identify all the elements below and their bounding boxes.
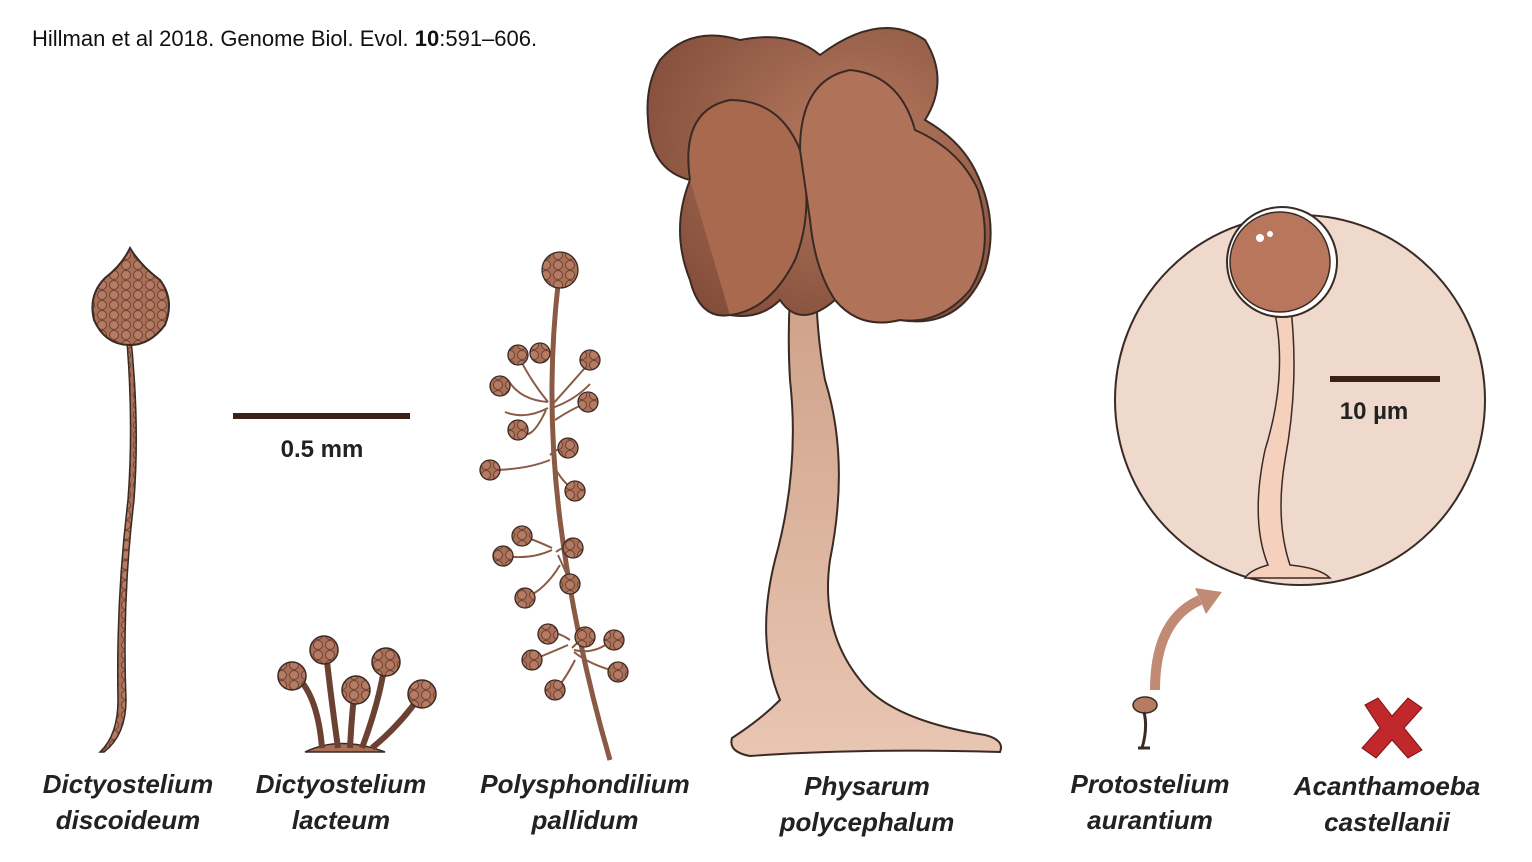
genus: Acanthamoeba <box>1293 771 1481 801</box>
citation-text: Hillman et al 2018. Genome Biol. Evol. <box>32 26 415 51</box>
scale-label-large: 0.5 mm <box>280 436 364 463</box>
citation: Hillman et al 2018. Genome Biol. Evol. 1… <box>32 26 537 52</box>
species: pallidum <box>531 805 639 835</box>
genus: Polysphondilium <box>480 769 690 799</box>
protostelium-aurantium-illustration <box>1132 588 1222 750</box>
species: polycephalum <box>779 807 955 837</box>
dictyostelium-lacteum-illustration <box>277 635 437 753</box>
genus: Dictyostelium <box>255 769 427 799</box>
species-label-dictyostelium-lacteum: Dictyostelium lacteum <box>256 766 427 838</box>
scale-bar-inset <box>1330 376 1440 382</box>
species-label-protostelium-aurantium: Protostelium aurantium <box>1071 766 1230 838</box>
species-label-polysphondilium-pallidum: Polysphondilium pallidum <box>480 766 689 838</box>
genus: Dictyostelium <box>42 769 214 799</box>
genus: Physarum <box>804 771 930 801</box>
species: aurantium <box>1087 805 1213 835</box>
species: lacteum <box>291 805 391 835</box>
species-label-dictyostelium-discoideum: Dictyostelium discoideum <box>43 766 214 838</box>
species-label-acanthamoeba-castellanii: Acanthamoeba castellanii <box>1294 768 1480 840</box>
genus: Protostelium <box>1070 769 1230 799</box>
species: castellanii <box>1324 807 1450 837</box>
scale-bar-large <box>233 413 410 419</box>
absent-x-icon <box>1361 697 1423 759</box>
arrow-icon <box>1150 595 1203 691</box>
polysphondilium-pallidum-illustration <box>479 251 629 761</box>
species: discoideum <box>55 805 201 835</box>
scale-label-inset: 10 µm <box>1339 398 1409 425</box>
citation-volume: 10 <box>414 26 440 51</box>
protostelium-inset <box>1114 206 1486 586</box>
species-label-physarum-polycephalum: Physarum polycephalum <box>780 768 955 840</box>
physarum-polycephalum-illustration <box>646 27 1002 758</box>
citation-pages: :591–606. <box>439 26 538 51</box>
dictyostelium-discoideum-illustration <box>91 245 170 753</box>
